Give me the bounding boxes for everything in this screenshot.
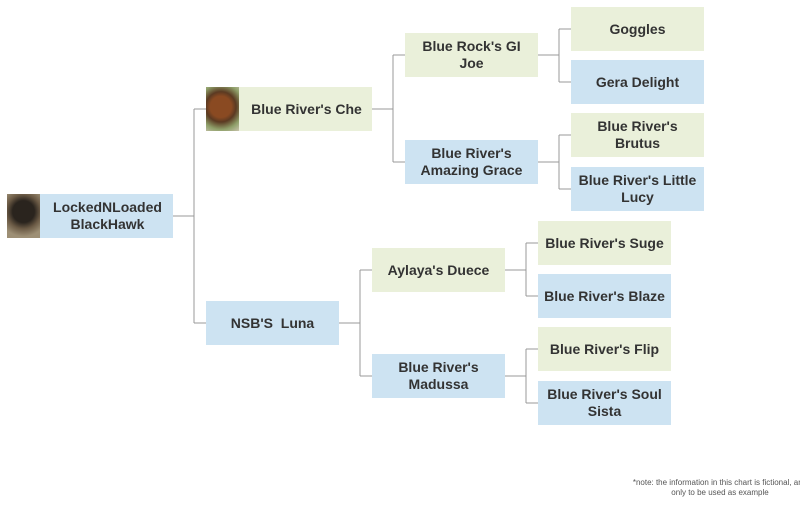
dog-photo <box>206 87 239 131</box>
node-sire-dam-sire[interactable]: Blue River's Brutus <box>571 113 704 157</box>
disclaimer-note: *note: the information in this chart is … <box>632 478 800 497</box>
node-label: Blue River's Suge <box>545 234 664 251</box>
node-label: Blue River's Soul Sista <box>547 386 662 419</box>
node-dam-sire[interactable]: Aylaya's Duece <box>372 248 505 292</box>
node-sire-sire-dam[interactable]: Gera Delight <box>571 60 704 104</box>
node-root[interactable]: LockedNLoaded BlackHawk <box>7 194 173 238</box>
node-sire-sire[interactable]: Blue Rock's GI Joe <box>405 33 538 77</box>
node-label: Blue River's Amazing Grace <box>420 145 523 178</box>
node-label: Blue River's Brutus <box>597 118 678 151</box>
node-dam-sire-dam[interactable]: Blue River's Blaze <box>538 274 671 318</box>
node-label: Blue River's Che <box>251 100 362 117</box>
dog-photo <box>7 194 40 238</box>
node-sire[interactable]: Blue River's Che <box>206 87 372 131</box>
node-dam-dam-dam[interactable]: Blue River's Soul Sista <box>538 381 671 425</box>
node-dam[interactable]: NSB'S Luna <box>206 301 339 345</box>
node-label: Blue River's Little Lucy <box>578 172 697 205</box>
node-label: Blue River's Madussa <box>398 359 479 392</box>
node-label: Blue Rock's GI Joe <box>422 38 521 71</box>
node-dam-dam[interactable]: Blue River's Madussa <box>372 354 505 398</box>
node-label: Gera Delight <box>595 73 680 90</box>
node-sire-dam[interactable]: Blue River's Amazing Grace <box>405 140 538 184</box>
node-label: Goggles <box>609 20 666 37</box>
node-label: Blue River's Flip <box>549 340 660 357</box>
node-dam-dam-sire[interactable]: Blue River's Flip <box>538 327 671 371</box>
node-sire-sire-sire[interactable]: Goggles <box>571 7 704 51</box>
node-label: Blue River's Blaze <box>544 287 665 304</box>
node-label: Aylaya's Duece <box>387 261 490 278</box>
node-label: NSB'S Luna <box>230 314 315 331</box>
node-label: LockedNLoaded BlackHawk <box>53 199 162 232</box>
node-sire-dam-dam[interactable]: Blue River's Little Lucy <box>571 167 704 211</box>
node-dam-sire-sire[interactable]: Blue River's Suge <box>538 221 671 265</box>
